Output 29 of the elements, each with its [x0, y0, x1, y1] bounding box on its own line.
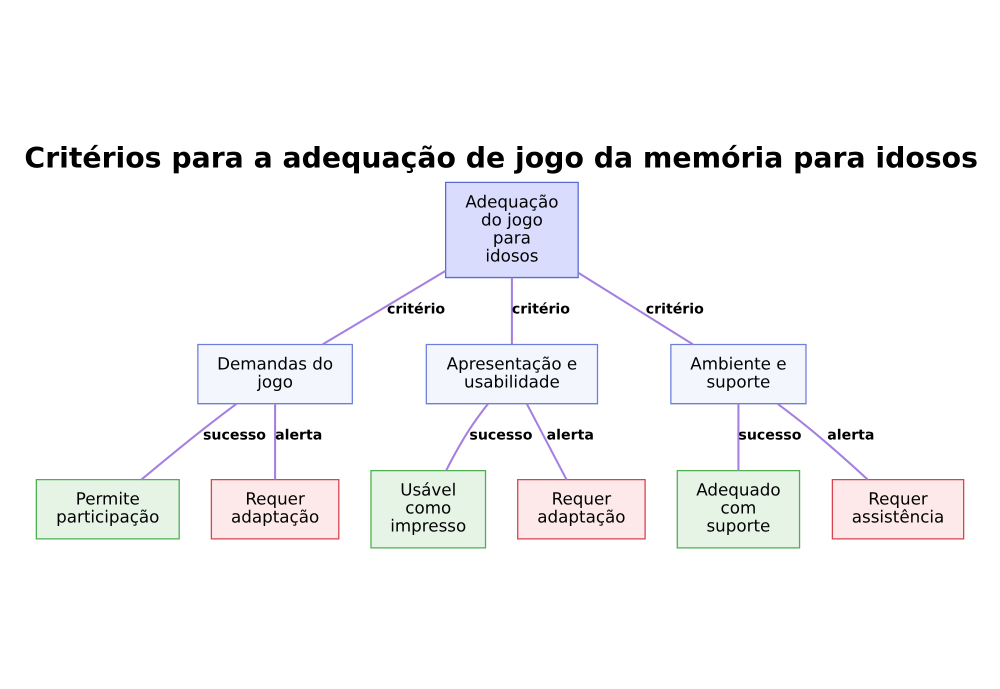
- edge-label: critério: [512, 301, 570, 318]
- connector: [445, 403, 489, 471]
- node-box: Apresentação e usabilidade: [426, 344, 598, 404]
- edge-label: alerta: [827, 427, 874, 444]
- edge-label: alerta: [546, 427, 594, 444]
- node-box: Demandas do jogo: [197, 344, 353, 404]
- connector: [737, 404, 740, 470]
- edge-label: alerta: [275, 427, 322, 444]
- edge-label: critério: [387, 301, 446, 318]
- node-box: Requer adaptação: [210, 479, 340, 540]
- node-box: Adequado com suporte: [676, 470, 800, 548]
- connector: [322, 270, 446, 346]
- node-box: Ambiente e suporte: [670, 344, 807, 404]
- connector: [578, 272, 694, 346]
- node-box: Permite participação: [36, 479, 180, 540]
- connector: [510, 278, 513, 344]
- node-box: Requer adaptação: [517, 479, 646, 540]
- node-box: Adequação do jogo para idosos: [444, 182, 579, 278]
- node-box: Requer assistência: [832, 479, 964, 540]
- connector: [140, 403, 237, 480]
- connector: [274, 404, 276, 480]
- connector: [526, 403, 568, 480]
- diagram-title: Critérios para a adequação de jogo da memória para idosos: [24, 142, 978, 175]
- edge-label: sucesso: [738, 427, 802, 444]
- edge-label: sucesso: [203, 427, 266, 444]
- edge-label: sucesso: [469, 427, 532, 444]
- connector: [777, 403, 868, 480]
- edge-label: critério: [646, 301, 704, 318]
- node-box: Usável como impresso: [370, 470, 486, 548]
